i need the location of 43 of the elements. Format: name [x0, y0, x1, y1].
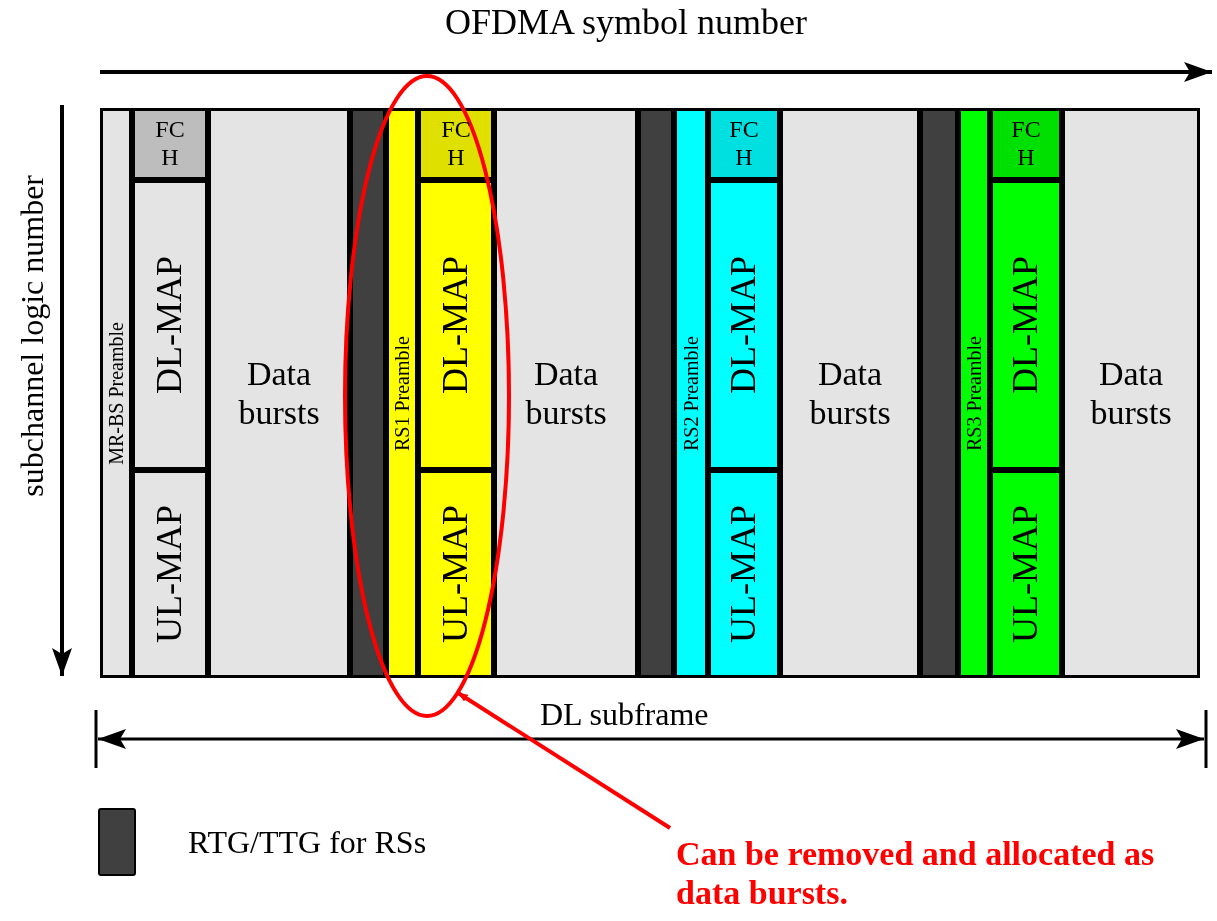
ul-map-cell	[990, 470, 1062, 678]
legend-label: RTG/TTG for RSs	[188, 824, 427, 861]
cell-label: DL-MAP	[435, 256, 477, 394]
cell-label: UL-MAP	[1005, 505, 1047, 643]
cell-label: FCH	[155, 116, 185, 172]
dl-map-cell	[132, 180, 208, 470]
axis-label: OFDMA symbol number	[445, 2, 808, 44]
callout-note: Can be removed and allocated as data bursts.	[676, 834, 1206, 913]
highlight-ellipse	[342, 73, 512, 719]
ul-map-cell	[708, 470, 780, 678]
cell-label: UL-MAP	[723, 505, 765, 643]
cell-label: RS1 Preamble	[390, 335, 414, 451]
cell-label: DL-MAP	[1005, 256, 1047, 394]
data-bursts-column	[208, 108, 350, 678]
cell-label: FCH	[441, 116, 471, 172]
cell-label: RS3 Preamble	[962, 335, 986, 451]
cell-label: Data bursts	[1089, 353, 1173, 433]
arrow	[456, 691, 672, 830]
preamble-column	[674, 108, 708, 678]
cell-label: UL-MAP	[435, 505, 477, 643]
transition-gap-bar	[638, 108, 674, 678]
dl-map-cell	[708, 180, 780, 470]
cell-label: DL-MAP	[723, 256, 765, 394]
dl-map-cell	[990, 180, 1062, 470]
preamble-column	[100, 108, 132, 678]
data-bursts-column	[1062, 108, 1200, 678]
cell-label: MR-BS Preamble	[104, 321, 128, 465]
cell-label: Data bursts	[808, 353, 892, 433]
ul-map-cell	[132, 470, 208, 678]
data-bursts-column	[494, 108, 638, 678]
fch-cell	[708, 108, 780, 180]
cell-label: UL-MAP	[149, 505, 191, 643]
cell-label: RS2 Preamble	[679, 335, 703, 451]
transition-gap-bar	[920, 108, 958, 678]
cell-label: FCH	[1011, 116, 1041, 172]
cell-label: Data bursts	[524, 353, 608, 433]
cell-label: Data bursts	[237, 353, 321, 433]
cell-label: FCH	[729, 116, 759, 172]
fch-cell	[990, 108, 1062, 180]
preamble-column	[958, 108, 990, 678]
cell-label: DL-MAP	[149, 256, 191, 394]
fch-cell	[132, 108, 208, 180]
data-bursts-column	[780, 108, 920, 678]
